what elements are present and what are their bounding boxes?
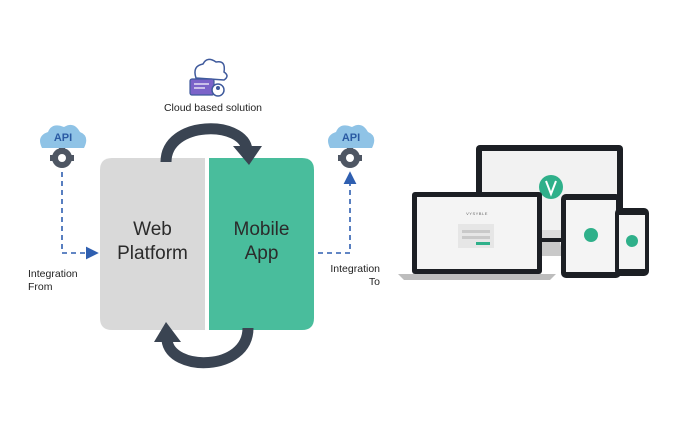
integration-from-line2: From bbox=[28, 281, 53, 293]
laptop-device bbox=[398, 192, 556, 280]
device-mockups bbox=[398, 145, 649, 280]
api-right-label: API bbox=[341, 132, 361, 144]
phone-device bbox=[615, 208, 649, 276]
integration-to-line2: To bbox=[368, 276, 380, 288]
web-title-line2: Platform bbox=[117, 243, 188, 264]
web-title-line1: Web bbox=[133, 219, 172, 240]
mobile-app-title: Mobile App bbox=[209, 218, 314, 266]
integration-from-line1: Integration bbox=[28, 268, 78, 280]
cloud-computer-icon bbox=[189, 58, 228, 97]
mobile-app-panel bbox=[209, 158, 314, 330]
bottom-cycle-arrow bbox=[161, 327, 254, 369]
integration-to-line1: Integration bbox=[330, 263, 380, 275]
integration-from-connector bbox=[61, 172, 99, 260]
tablet-device bbox=[561, 194, 621, 278]
top-cycle-arrow bbox=[160, 123, 253, 163]
api-right-icon bbox=[328, 124, 375, 168]
cloud-solution-label: Cloud based solution bbox=[163, 102, 263, 114]
web-platform-title: Web Platform bbox=[100, 218, 205, 266]
mobile-title-line1: Mobile bbox=[233, 219, 290, 240]
integration-from-label: Integration From bbox=[28, 268, 78, 294]
integration-to-connector bbox=[318, 171, 357, 254]
api-left-label: API bbox=[53, 132, 73, 144]
laptop-brand-text: VYSYBLE bbox=[466, 211, 488, 216]
integration-to-label: Integration To bbox=[322, 263, 380, 289]
web-platform-panel bbox=[100, 158, 205, 330]
mobile-title-line2: App bbox=[244, 243, 279, 264]
api-left-icon bbox=[40, 124, 87, 168]
